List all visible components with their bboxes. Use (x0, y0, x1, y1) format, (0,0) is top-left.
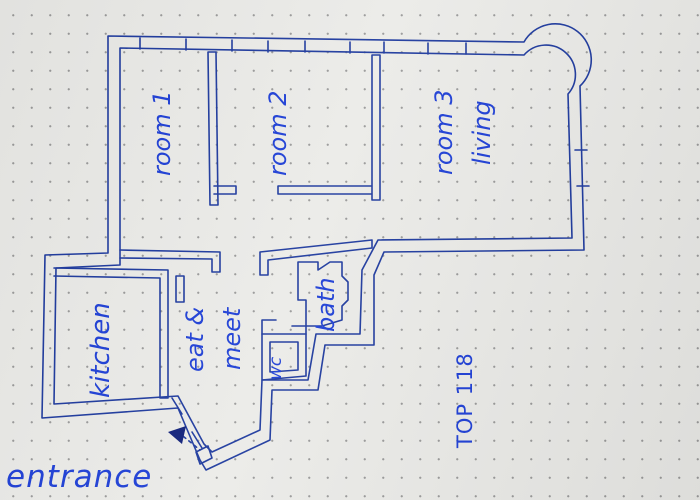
label-entrance: entrance (6, 459, 153, 495)
partition-room1-room2 (207, 51, 237, 206)
label-living: living (468, 100, 496, 165)
label-room1: room 1 (148, 90, 176, 176)
outer-wall-inner-line (53, 44, 577, 453)
entrance-swing (177, 431, 201, 451)
label-eat: eat & (181, 306, 209, 372)
label-room3: room 3 (430, 89, 458, 175)
bath-block (297, 261, 349, 327)
kitchen-stub (175, 275, 185, 303)
outer-wall-outer-line (41, 23, 593, 471)
label-bath: bath (312, 277, 340, 332)
label-room2: room 2 (264, 90, 292, 176)
label-wc: wc (266, 356, 286, 380)
entrance-door (171, 397, 213, 465)
partition-room2-room3 (277, 54, 381, 201)
label-unit-number: TOP 118 (453, 352, 477, 448)
kitchen-partition (53, 267, 169, 399)
wall-steps (261, 319, 307, 335)
corridor-wall (119, 239, 373, 276)
window-marks (139, 37, 590, 187)
triangle-marker-icon (168, 426, 186, 444)
wc-block (261, 333, 307, 381)
label-meet: meet (218, 307, 246, 370)
label-kitchen: kitchen (86, 302, 116, 398)
